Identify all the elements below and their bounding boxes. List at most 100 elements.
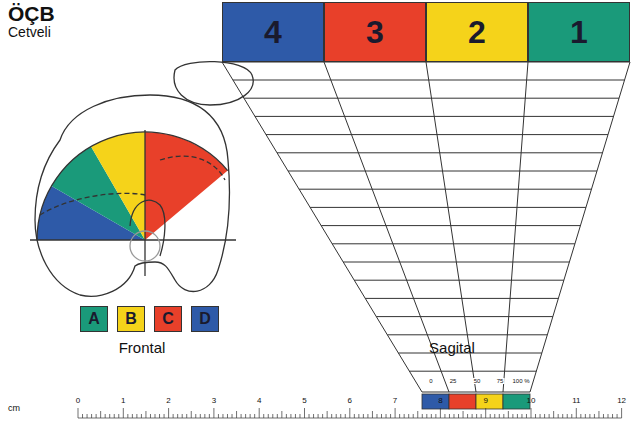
ruler-tick (431, 414, 432, 418)
row-line (233, 80, 625, 81)
ruler-tick (136, 414, 137, 418)
row-line (310, 207, 586, 208)
view-label: Sagital (429, 340, 475, 355)
ruler-tick (177, 414, 178, 418)
knee-outline (30, 62, 253, 297)
zone-number: 4 (264, 16, 282, 48)
ruler-tick (440, 408, 441, 418)
ruler-tick (286, 414, 287, 418)
sector-letter: D (199, 311, 211, 327)
ruler-tick (245, 414, 246, 418)
ruler-tick (363, 414, 364, 418)
zone-box: 1 (528, 2, 630, 62)
horizontal-axis (30, 239, 236, 240)
percent-mark: 100 % (511, 378, 530, 384)
zone-box: 4 (222, 2, 324, 62)
ruler-tick (109, 414, 110, 418)
ruler-tick (209, 414, 210, 418)
ruler-tick (295, 414, 296, 418)
ruler-number: 7 (393, 397, 397, 405)
ruler-tick (331, 414, 332, 418)
ruler-tick (127, 414, 128, 418)
joint-line (160, 156, 225, 180)
sector-key: C (154, 306, 182, 332)
ruler-tick (313, 414, 314, 418)
ruler-tick (204, 414, 205, 418)
ruler-tick (227, 414, 228, 418)
ruler-tick (404, 414, 405, 418)
ruler-tick (621, 408, 622, 418)
ruler-tick (164, 414, 165, 418)
zone-box: 3 (324, 2, 426, 62)
ruler-tick (150, 414, 151, 418)
ruler-tick (467, 414, 468, 418)
ruler-number: 11 (572, 397, 580, 405)
row-lines (233, 80, 625, 371)
ruler-number: 0 (76, 397, 80, 405)
ruler-tick (100, 411, 101, 418)
trapezoid-outline (222, 62, 630, 392)
ruler-number: 5 (302, 397, 306, 405)
ruler-number: 1 (121, 397, 125, 405)
ruler-tick (200, 414, 201, 418)
ruler-number: 9 (483, 397, 487, 405)
ruler-tick (82, 414, 83, 418)
ruler-tick (531, 408, 532, 418)
ruler-tick (376, 414, 377, 418)
ruler-tick (390, 414, 391, 418)
sector-letter: B (125, 311, 137, 327)
ruler-tick (299, 414, 300, 418)
ruler-tick (580, 414, 581, 418)
ruler-tick (281, 411, 282, 418)
ruler-tick (435, 414, 436, 418)
ruler-tick (309, 414, 310, 418)
ruler-tick (535, 414, 536, 418)
sagittal-ruler (222, 62, 630, 392)
ruler-tick (612, 414, 613, 418)
ruler-number: 2 (166, 397, 170, 405)
ruler-tick (553, 411, 554, 418)
row-line (376, 316, 553, 317)
sector-key: B (117, 306, 145, 332)
unit-label: cm (8, 404, 20, 413)
ruler-tick (408, 414, 409, 418)
row-line (277, 152, 602, 153)
row-line (244, 98, 619, 99)
ruler-number: 6 (348, 397, 352, 405)
row-line (409, 371, 536, 372)
ruler-tick (508, 411, 509, 418)
ruler-tick (558, 414, 559, 418)
ruler-tick (105, 414, 106, 418)
ruler-tick (358, 414, 359, 418)
ruler-tick (381, 414, 382, 418)
ruler-tick (132, 414, 133, 418)
ruler-tick (213, 408, 214, 418)
ruler-tick (304, 408, 305, 418)
ruler-tick (173, 414, 174, 418)
row-line (299, 189, 591, 190)
row-line (288, 171, 597, 172)
ruler-tick (327, 411, 328, 418)
ruler-tick (96, 414, 97, 418)
ruler-tick (268, 414, 269, 418)
ruler-tick (476, 414, 477, 418)
ruler-tick (608, 414, 609, 418)
ruler-tick (571, 414, 572, 418)
ruler-number: 8 (438, 397, 442, 405)
ruler-tick (544, 414, 545, 418)
ruler-tick (186, 414, 187, 418)
row-line (354, 280, 564, 281)
ruler-tick (499, 414, 500, 418)
ruler-tick (191, 411, 192, 418)
ruler-tick (472, 414, 473, 418)
ruler-tick (91, 414, 92, 418)
ruler-tick (386, 414, 387, 418)
ruler-tick (155, 414, 156, 418)
bar-red (449, 394, 476, 409)
row-line (255, 116, 614, 117)
title: ÖÇB (8, 3, 55, 24)
ruler-tick (263, 414, 264, 418)
ruler-tick (603, 414, 604, 418)
ruler-tick (236, 411, 237, 418)
